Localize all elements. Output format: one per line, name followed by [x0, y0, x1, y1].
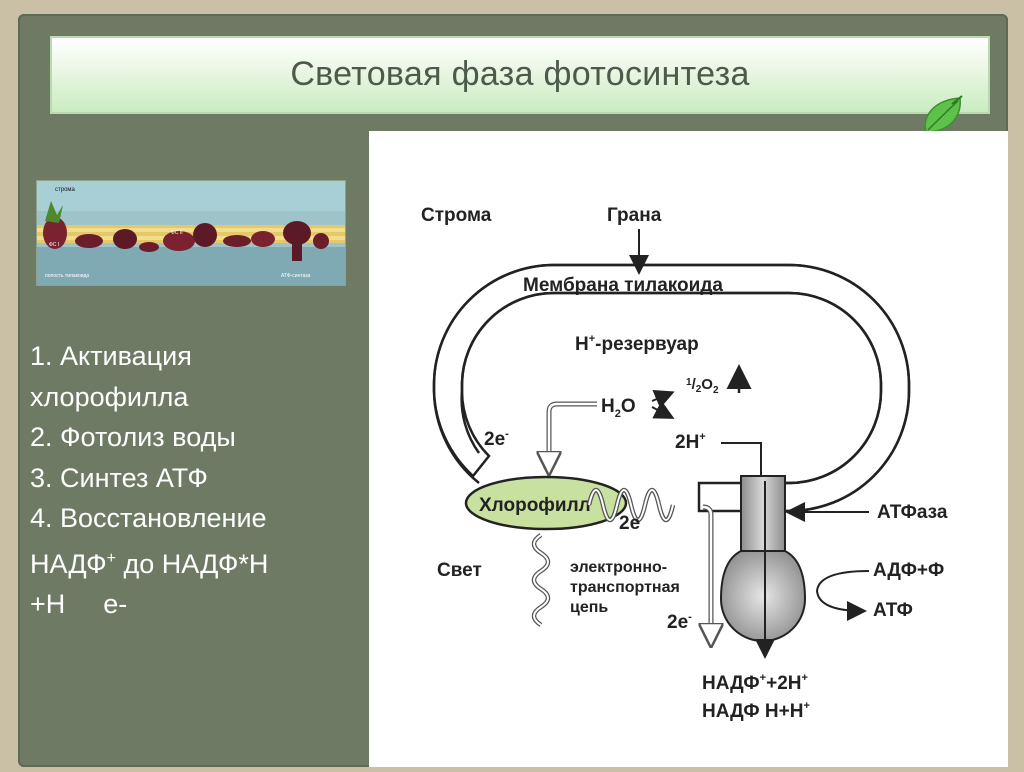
- label-2e-left: 2е-: [484, 428, 509, 450]
- label-membrane: Мембрана тилакоида: [523, 275, 723, 296]
- label-o2: 1/2О2: [686, 376, 719, 396]
- leaf-icon: [924, 95, 963, 133]
- chlorophyll-ellipse: [464, 475, 628, 531]
- thylakoid-membrane-illustration: строма ФС I ФС II полость тилакоида АТФ-…: [36, 180, 346, 286]
- label-grana: Грана: [607, 205, 662, 226]
- photo-label-ps2: ФС II: [171, 230, 183, 236]
- page-title: Световая фаза фотосинтеза: [290, 55, 750, 93]
- label-h-reservoir: Н+-резервуар: [575, 333, 699, 355]
- label-light: Свет: [437, 560, 482, 581]
- list-item: хлорофилла: [30, 381, 189, 412]
- title-bar: Световая фаза фотосинтеза: [50, 36, 990, 114]
- photo-label-atp-synthase: АТФ-синтаза: [281, 273, 311, 279]
- label-2h: 2Н+: [675, 431, 706, 453]
- atpase-head: [719, 550, 807, 642]
- label-adp: АДФ+Ф: [873, 560, 944, 581]
- list-item: 4. Восстановление: [30, 503, 267, 533]
- list-item: 2. Фотолиз воды: [30, 422, 236, 452]
- label-atpase: АТФаза: [877, 502, 948, 523]
- label-2e-low: 2е-: [667, 611, 692, 633]
- steps-list: 1. Активация хлорофилла 2. Фотолиз воды …: [30, 336, 360, 625]
- list-item: 3. Синтез АТФ: [30, 462, 208, 493]
- label-nadp-1: НАДФ++2Н+: [702, 672, 808, 694]
- label-atp: АТФ: [873, 600, 913, 621]
- label-chlorophyll: Хлорофилл: [479, 495, 591, 516]
- label-etc-3: цепь: [570, 599, 608, 616]
- label-etc-2: транспортная: [570, 579, 680, 596]
- label-2e-mid: 2е: [619, 513, 640, 534]
- list-item: 1. Активация: [30, 341, 192, 371]
- list-item: НАДФ+ до НАДФ*Н: [30, 548, 269, 579]
- label-stroma: Строма: [421, 205, 492, 226]
- photo-label-ps1: ФС I: [49, 242, 59, 248]
- diagram-panel: Строма Грана Мембрана тилакоида Н+-резер…: [369, 131, 1008, 767]
- thylakoid-membrane-outer: [432, 263, 911, 513]
- photo-label-stroma: строма: [55, 187, 76, 193]
- photo-label-lumen: полость тилакоида: [45, 273, 89, 279]
- label-h2o: Н2О: [601, 396, 636, 420]
- label-etc-1: электронно-: [570, 559, 667, 576]
- label-nadp-2: НАДФ Н+Н+: [702, 700, 810, 722]
